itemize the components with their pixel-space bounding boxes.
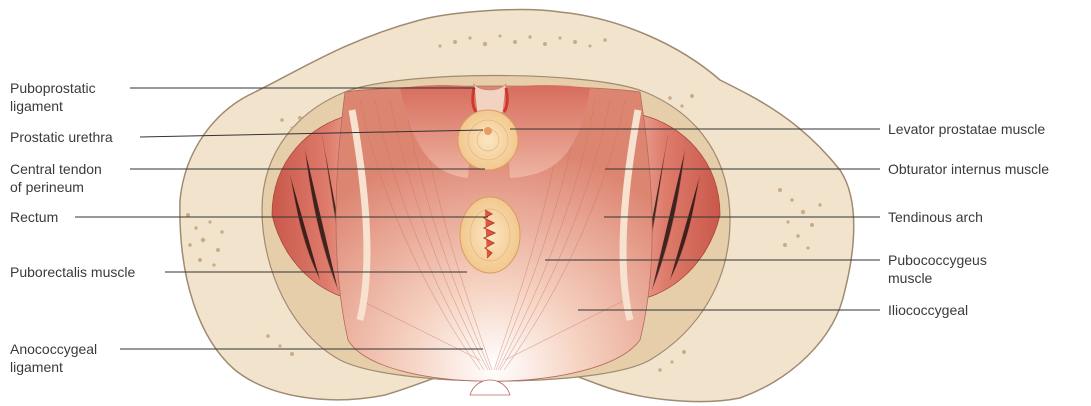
label-line: Pubococcygeus — [888, 252, 987, 268]
label-line: Puboprostatic — [10, 80, 96, 96]
label-pubococcygeus-muscle: Pubococcygeus muscle — [888, 252, 991, 286]
label-line: Anococcygeal — [10, 341, 97, 357]
label-line: ligament — [10, 98, 63, 114]
label-line: of perineum — [10, 179, 84, 195]
label-iliococcygeal: Iliococcygeal — [888, 302, 968, 318]
labels-left: Puboprostatic ligament Prostatic urethra… — [10, 80, 135, 375]
rectum — [460, 197, 520, 273]
label-puboprostatic-ligament: Puboprostatic ligament — [10, 80, 100, 114]
label-central-tendon: Central tendon of perineum — [10, 161, 106, 195]
label-line: Levator prostatae muscle — [888, 121, 1045, 137]
label-line: Central tendon — [10, 161, 102, 177]
label-tendinous-arch: Tendinous arch — [888, 209, 983, 225]
label-line: Iliococcygeal — [888, 302, 968, 318]
label-rectum: Rectum — [10, 209, 58, 225]
label-anococcygeal-ligament: Anococcygeal ligament — [10, 341, 101, 375]
label-line: Tendinous arch — [888, 209, 983, 225]
label-prostatic-urethra: Prostatic urethra — [10, 129, 113, 145]
label-line: Prostatic urethra — [10, 129, 113, 145]
prostate — [458, 110, 518, 170]
label-puborectalis-muscle: Puborectalis muscle — [10, 264, 135, 280]
label-line: Rectum — [10, 209, 58, 225]
label-line: Obturator internus muscle — [888, 161, 1049, 177]
label-line: ligament — [10, 359, 63, 375]
label-obturator-internus-muscle: Obturator internus muscle — [888, 161, 1049, 177]
labels-right: Levator prostatae muscle Obturator inter… — [888, 121, 1049, 318]
label-line: Puborectalis muscle — [10, 264, 135, 280]
label-levator-prostatae-muscle: Levator prostatae muscle — [888, 121, 1045, 137]
label-line: muscle — [888, 270, 933, 286]
